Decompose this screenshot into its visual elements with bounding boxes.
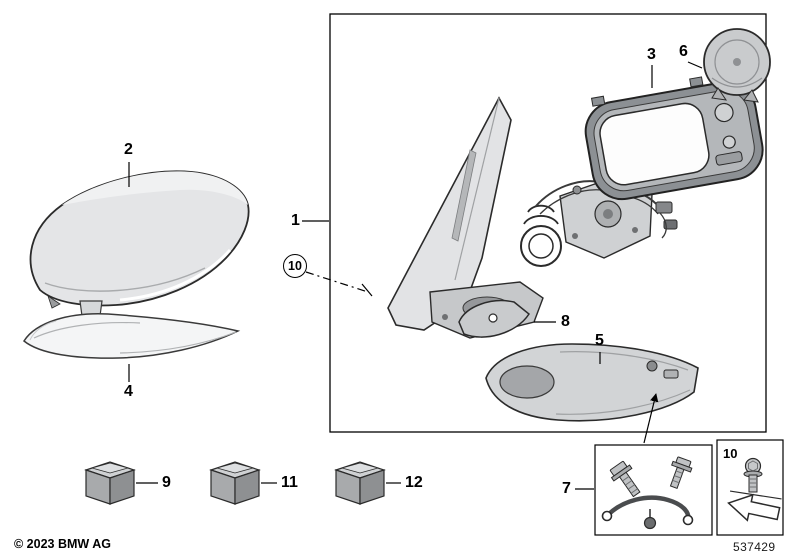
copyright-text: © 2023 BMW AG: [14, 537, 111, 551]
gasket-part8: [458, 299, 530, 338]
screw-box-10: [716, 439, 784, 536]
callout-1[interactable]: 1: [291, 212, 300, 229]
repair-kit-11-icon: [210, 461, 260, 505]
diagram-number: 537429: [733, 540, 776, 554]
mirror-cap-part2: [29, 170, 250, 309]
callout-10-box[interactable]: 10: [723, 446, 738, 461]
callout-12[interactable]: 12: [405, 474, 423, 491]
leader-lines: [128, 61, 703, 490]
callout-6[interactable]: 6: [679, 43, 688, 60]
callout-3[interactable]: 3: [647, 46, 656, 63]
turn-signal-part4: [23, 300, 241, 359]
callout-11[interactable]: 11: [281, 474, 298, 491]
repair-kit-12-icon: [335, 461, 385, 505]
hardware-box-7: [594, 444, 713, 536]
callout-9[interactable]: 9: [162, 474, 171, 491]
flange-screw-icon: [743, 457, 763, 493]
callout-5[interactable]: 5: [595, 332, 604, 349]
glass-frame-part3: [584, 76, 764, 201]
wedge-arrow-symbol-icon: [727, 490, 782, 522]
callout-10-circled[interactable]: 10: [283, 254, 307, 278]
callout-7[interactable]: 7: [562, 480, 571, 497]
lower-housing-part5: [485, 343, 699, 422]
actuator-part6: [703, 28, 771, 103]
callout-4[interactable]: 4: [124, 383, 133, 400]
callout-8[interactable]: 8: [561, 313, 570, 330]
repair-kit-9-icon: [85, 461, 135, 505]
callout-2[interactable]: 2: [124, 141, 133, 158]
